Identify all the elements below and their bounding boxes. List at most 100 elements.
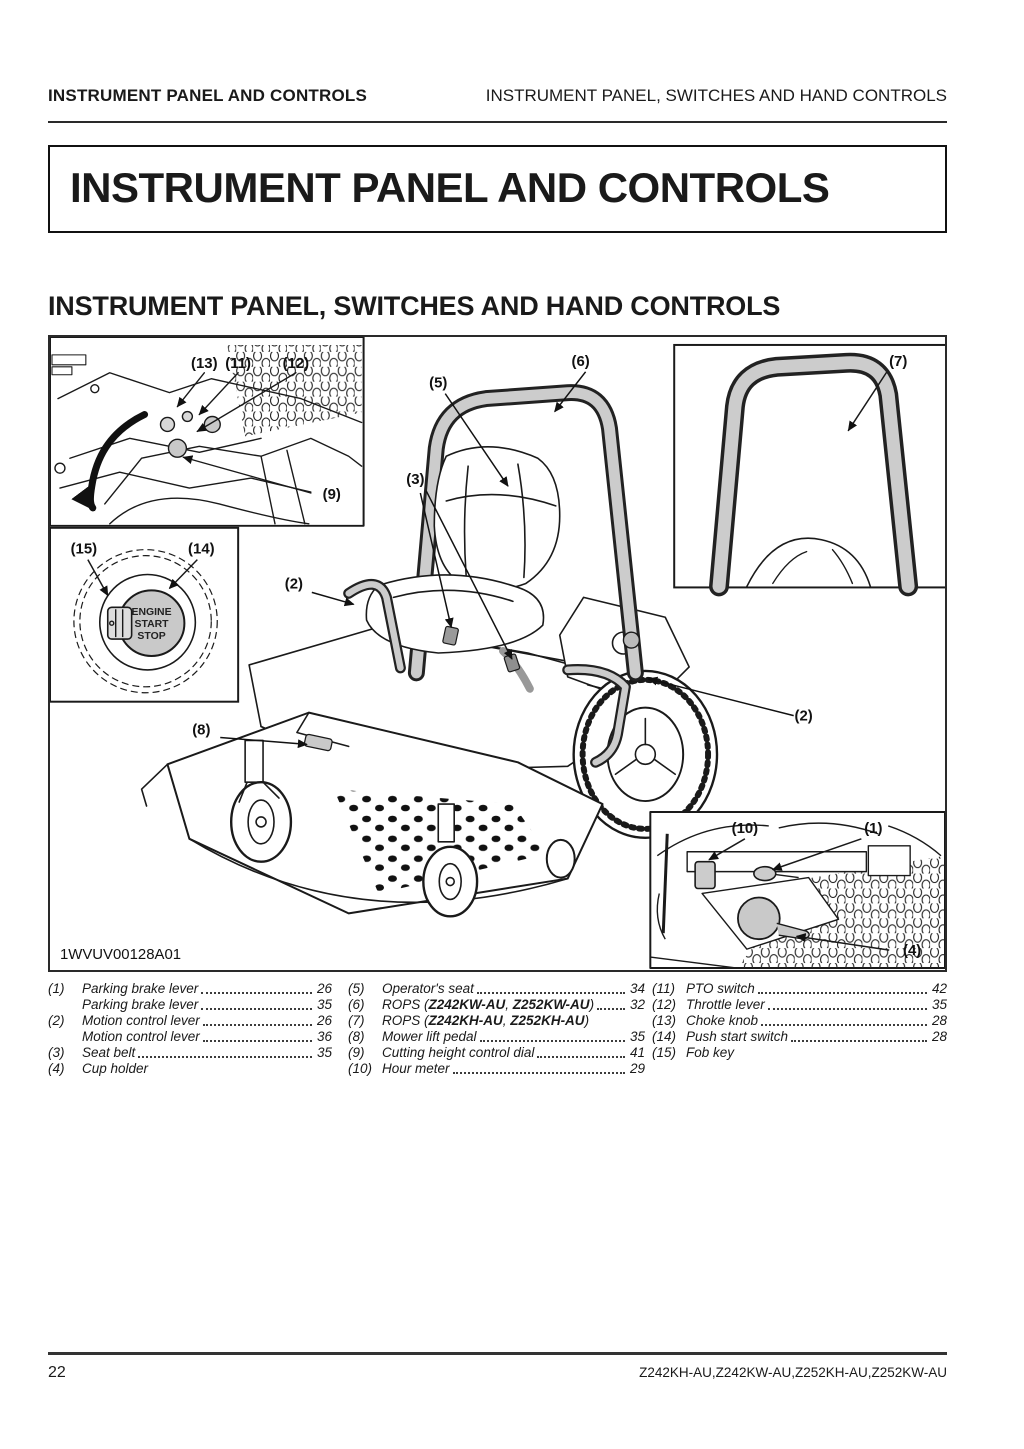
chapter-title-box: INSTRUMENT PANEL AND CONTROLS — [48, 145, 947, 233]
parts-legend: (1) Parking brake lever 26 Parking brake… — [48, 981, 947, 1077]
dotted-leader — [452, 1072, 625, 1074]
main-callout-leaders — [220, 371, 794, 749]
running-header-left: INSTRUMENT PANEL AND CONTROLS — [48, 86, 368, 105]
legend-label-part: ROPS ( — [382, 997, 429, 1012]
legend-column-3: (11) PTO switch 42 (12) Throttle lever 3… — [652, 981, 947, 1077]
legend-item-page: 41 — [629, 1045, 645, 1060]
legend-label-model: Z252KH-AU — [510, 1013, 585, 1028]
legend-row: (10) Hour meter 29 — [348, 1061, 645, 1077]
legend-label-part: , — [502, 1013, 511, 1028]
dotted-leader — [138, 1056, 312, 1058]
start-button-label-start: START — [135, 619, 170, 630]
rops-inset — [673, 343, 945, 597]
dotted-leader — [201, 992, 312, 994]
legend-item-number: (12) — [652, 997, 677, 1012]
callout-label-1: (1) — [864, 821, 882, 837]
dotted-leader — [476, 992, 625, 994]
legend-row: (2) Motion control lever 26 — [48, 1013, 332, 1029]
legend-item-number: (4) — [48, 1061, 65, 1076]
legend-row: (12) Throttle lever 35 — [652, 997, 947, 1013]
legend-item-label: Seat belt — [82, 1045, 136, 1060]
dotted-leader — [757, 992, 927, 994]
legend-label-model: Z242KH-AU — [428, 1013, 503, 1028]
legend-row: (14) Push start switch 28 — [652, 1029, 947, 1045]
dotted-leader — [767, 1008, 927, 1010]
legend-item-number: (10) — [348, 1061, 373, 1076]
front-caster-left — [229, 739, 293, 863]
manual-page: INSTRUMENT PANEL AND CONTROLS INSTRUMENT… — [48, 0, 947, 1077]
callout-label-2-right: (2) — [795, 709, 813, 725]
legend-row: (1) Parking brake lever 26 — [48, 981, 332, 997]
mower-diagram-figure: (13) (11) (12) (9) ENGINE — [48, 335, 947, 972]
legend-label-part: , — [505, 997, 513, 1012]
legend-row: (8) Mower lift pedal 35 — [348, 1029, 645, 1045]
legend-item-label: Push start switch — [686, 1029, 789, 1044]
legend-item-page: 26 — [316, 1013, 332, 1028]
figure-image-code: 1WVUV00128A01 — [60, 947, 181, 963]
legend-item-label: Motion control lever — [82, 1013, 200, 1028]
legend-item-number: (6) — [348, 997, 365, 1012]
legend-item-number: (14) — [652, 1029, 677, 1044]
legend-item-number: (5) — [348, 981, 365, 996]
legend-row: Parking brake lever 35 — [48, 997, 332, 1013]
model-list: Z242KH-AU,Z242KW-AU,Z252KH-AU,Z252KW-AU — [639, 1365, 947, 1380]
legend-item-number: (3) — [48, 1045, 65, 1060]
dotted-leader — [761, 1024, 927, 1026]
legend-item-number: (8) — [348, 1029, 365, 1044]
dotted-leader — [201, 1008, 312, 1010]
fob-key — [106, 606, 133, 640]
callout-label-9: (9) — [323, 487, 341, 503]
engine-start-inset — [50, 526, 240, 703]
legend-item-number: (15) — [652, 1045, 677, 1060]
legend-row: (15) Fob key — [652, 1045, 947, 1061]
callout-label-7: (7) — [889, 354, 907, 370]
legend-item-label: Parking brake lever — [82, 981, 199, 996]
legend-item-label: Cutting height control dial — [382, 1045, 535, 1060]
legend-item-page: 32 — [629, 997, 645, 1012]
legend-item-number: (9) — [348, 1045, 365, 1060]
legend-item-number: (11) — [652, 981, 676, 996]
legend-row: (4) Cup holder — [48, 1061, 332, 1077]
legend-item-label: Motion control lever — [82, 1029, 200, 1044]
dotted-leader — [202, 1024, 312, 1026]
dotted-leader — [202, 1040, 312, 1042]
callout-label-11: (11) — [225, 356, 251, 372]
legend-item-label: Cup holder — [82, 1061, 149, 1076]
callout-label-15: (15) — [71, 542, 98, 558]
callout-label-3: (3) — [406, 472, 424, 488]
legend-row: (7) ROPS (Z242KH-AU, Z252KH-AU) — [348, 1013, 645, 1029]
dotted-leader — [791, 1040, 927, 1042]
legend-item-page: 36 — [316, 1029, 332, 1044]
legend-label-model: Z242KW-AU — [428, 997, 506, 1012]
callout-label-8: (8) — [192, 722, 210, 738]
page-footer: 22 Z242KH-AU,Z242KW-AU,Z252KH-AU,Z252KW-… — [48, 1352, 947, 1382]
section-heading: INSTRUMENT PANEL, SWITCHES AND HAND CONT… — [48, 291, 781, 321]
legend-item-label: Hour meter — [382, 1061, 450, 1076]
rear-wheel — [572, 669, 719, 840]
legend-item-label: Choke knob — [686, 1013, 759, 1028]
parking-brake-lever-knob — [753, 865, 799, 882]
legend-item-number: (13) — [652, 1013, 677, 1028]
legend-row: (13) Choke knob 28 — [652, 1013, 947, 1029]
legend-item-page: 35 — [316, 1045, 332, 1060]
legend-item-label: ROPS (Z242KW-AU, Z252KW-AU) — [382, 997, 594, 1013]
legend-item-label: Mower lift pedal — [382, 1029, 477, 1044]
legend-item-page: 35 — [931, 997, 947, 1012]
legend-row: (9) Cutting height control dial 41 — [348, 1045, 645, 1061]
legend-item-label: ROPS (Z242KH-AU, Z252KH-AU) — [382, 1013, 589, 1029]
callout-label-5: (5) — [429, 376, 447, 392]
legend-item-page: 34 — [629, 981, 645, 996]
legend-label-part: ROPS ( — [382, 1013, 429, 1028]
legend-row: (3) Seat belt 35 — [48, 1045, 332, 1061]
legend-item-page: 35 — [629, 1029, 645, 1044]
legend-label-model: Z252KW-AU — [512, 997, 590, 1012]
instrument-panel-inset — [50, 337, 365, 527]
dotted-leader — [479, 1040, 625, 1042]
legend-item-label: PTO switch — [686, 981, 755, 996]
legend-column-1: (1) Parking brake lever 26 Parking brake… — [48, 981, 332, 1077]
callout-label-10: (10) — [732, 821, 759, 837]
side-panel-inset — [649, 811, 945, 970]
legend-item-label: Parking brake lever — [82, 997, 199, 1012]
start-button-label-stop: STOP — [137, 631, 165, 642]
legend-label-part: ) — [589, 997, 595, 1012]
